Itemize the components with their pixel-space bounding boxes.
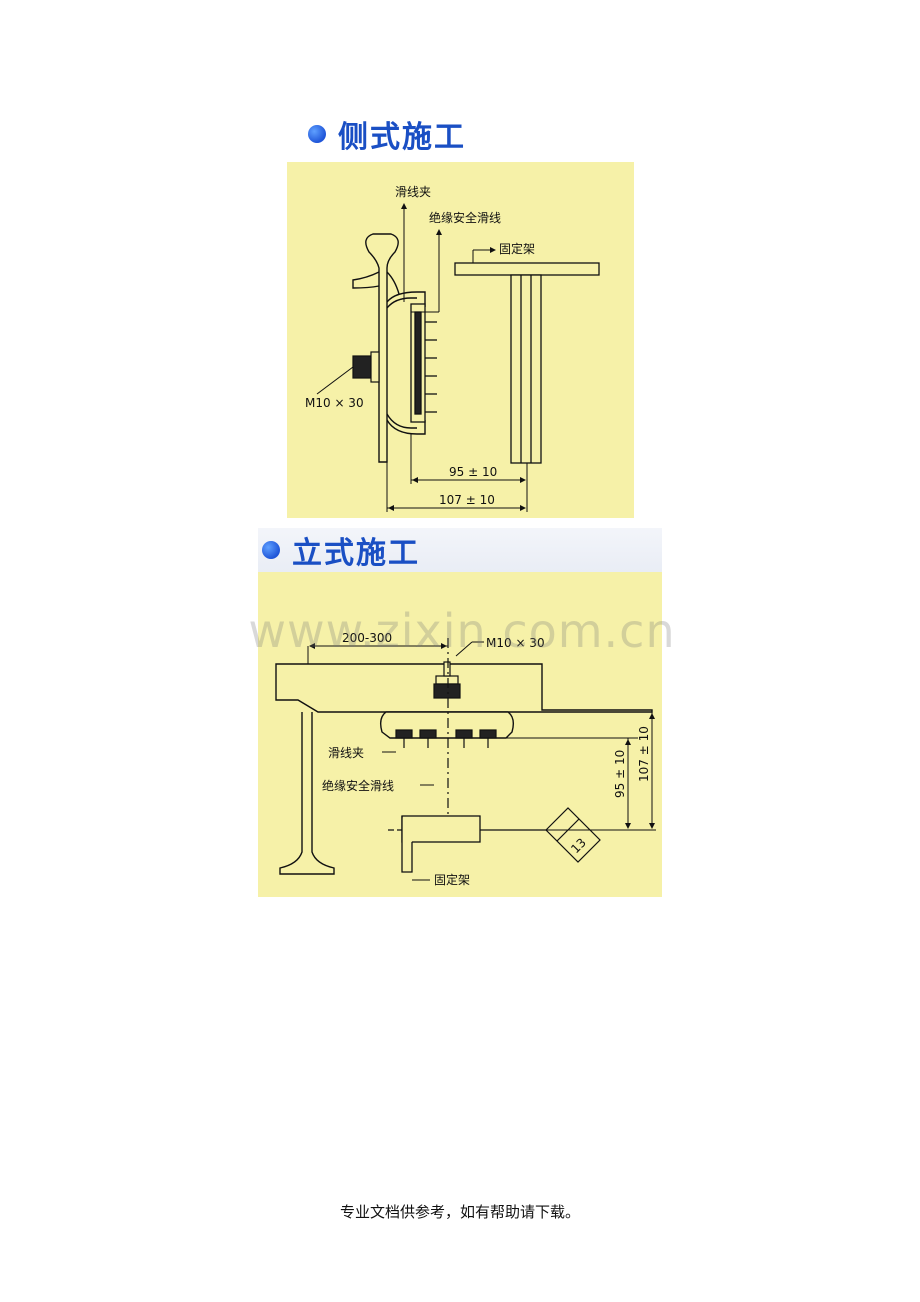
diagram-side-mount: 滑线夹 绝缘安全滑线 固定架 M10 × 30 95 ± 10 107 ± 10 <box>287 162 634 518</box>
label-clip: 滑线夹 <box>328 746 364 760</box>
label-conductor: 绝缘安全滑线 <box>429 210 501 225</box>
dimension-lines <box>386 434 528 512</box>
label-clip: 滑线夹 <box>395 185 431 199</box>
section-heading-side: 侧式施工 <box>308 112 466 156</box>
section-heading-vertical: 立式施工 <box>262 528 420 572</box>
conductors <box>395 729 497 748</box>
vertical-mount-drawing: 200-300 M10 × 30 滑线夹 绝缘安全滑线 固定架 95 ± 10 … <box>275 631 656 887</box>
bullet-icon <box>262 541 280 559</box>
watermark: www.zixin.com.cn <box>248 604 676 658</box>
section-title-vertical: 立式施工 <box>292 536 420 571</box>
dim-inner: 95 ± 10 <box>449 465 497 479</box>
dim-outer: 107 ± 10 <box>439 493 495 507</box>
label-span: 200-300 <box>342 631 392 645</box>
bolt <box>316 351 380 395</box>
section-title-side: 侧式施工 <box>338 120 466 155</box>
bolt <box>433 661 461 699</box>
dim-inner: 95 ± 10 <box>613 750 627 798</box>
bullet-icon <box>308 125 326 143</box>
conductor <box>410 303 437 423</box>
diagram-vertical-mount: 200-300 M10 × 30 滑线夹 绝缘安全滑线 固定架 95 ± 10 … <box>258 572 662 897</box>
clip-bracket <box>386 291 426 435</box>
label-bolt: M10 × 30 <box>305 396 364 410</box>
section-marker <box>480 807 601 863</box>
dim-outer: 107 ± 10 <box>637 726 651 782</box>
label-bolt: M10 × 30 <box>486 636 545 650</box>
rail <box>352 233 400 463</box>
label-conductor: 绝缘安全滑线 <box>322 778 394 793</box>
fixing-bracket <box>454 262 600 464</box>
fixing-bracket <box>388 815 481 873</box>
label-bracket: 固定架 <box>499 241 535 256</box>
label-bracket: 固定架 <box>434 872 470 887</box>
footer-note: 专业文档供参考，如有帮助请下载。 <box>339 1203 580 1221</box>
side-mount-drawing: 滑线夹 绝缘安全滑线 固定架 M10 × 30 95 ± 10 107 ± 10 <box>305 185 600 512</box>
section-heading-band <box>258 528 662 572</box>
dimension-lines <box>307 641 656 881</box>
